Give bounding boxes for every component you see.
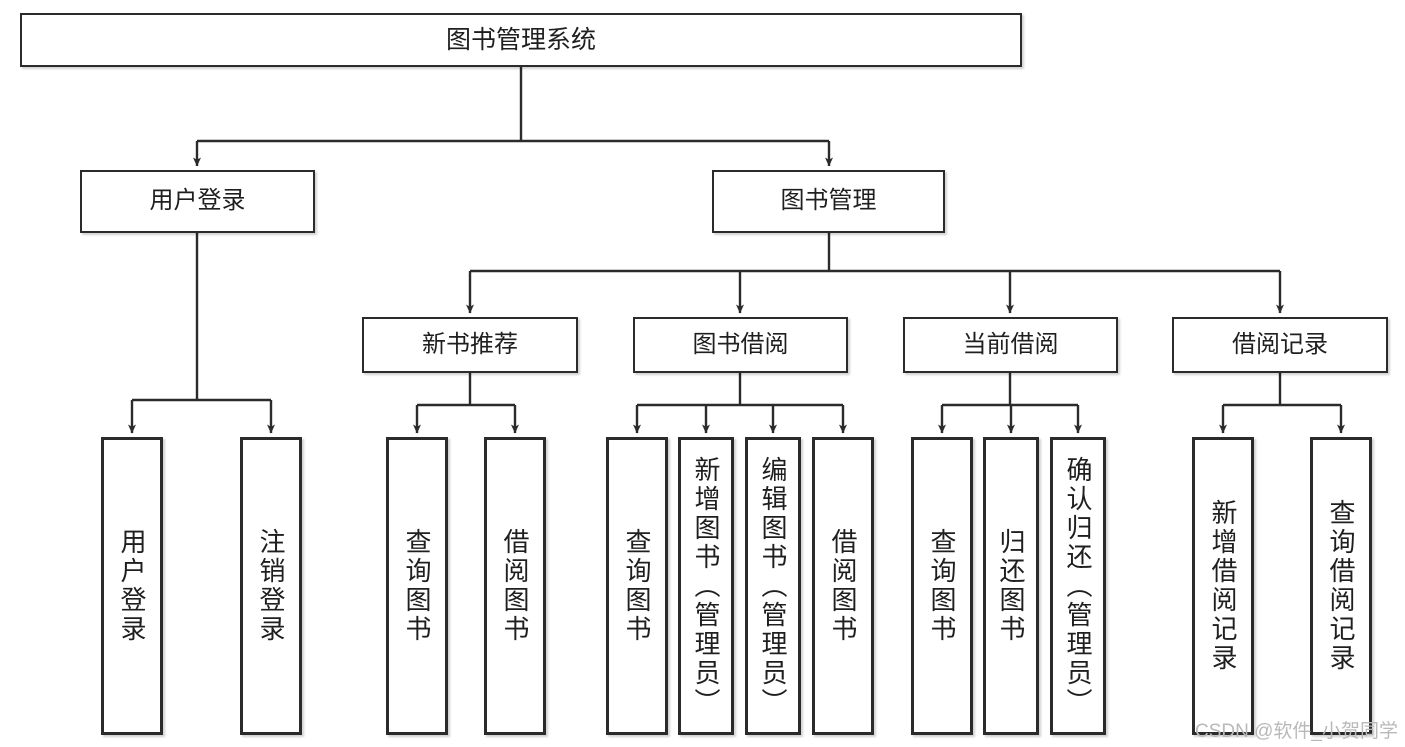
- node-leaf-borrow-book-2[interactable]: 借阅图书: [812, 437, 874, 735]
- node-new-book-rec-label: 新书推荐: [422, 330, 518, 358]
- node-leaf-query-book-2-label: 查询图书: [622, 528, 652, 644]
- node-leaf-return-book[interactable]: 归还图书: [983, 437, 1039, 735]
- node-current-borrow-label: 当前借阅: [962, 330, 1059, 358]
- node-leaf-query-book-2[interactable]: 查询图书: [606, 437, 668, 735]
- node-leaf-add-book[interactable]: 新增图书（管理员）: [678, 437, 734, 735]
- node-leaf-user-login[interactable]: 用户登录: [101, 437, 163, 735]
- node-book-manage-label: 图书管理: [780, 187, 877, 215]
- node-borrow-record-label: 借阅记录: [1232, 330, 1328, 358]
- node-leaf-return-book-label: 归还图书: [996, 528, 1026, 644]
- node-leaf-query-record[interactable]: 查询借阅记录: [1310, 437, 1372, 735]
- node-leaf-borrow-book-1[interactable]: 借阅图书: [484, 437, 546, 735]
- node-leaf-query-book-1[interactable]: 查询图书: [386, 437, 448, 735]
- node-book-borrow[interactable]: 图书借阅: [633, 317, 848, 373]
- csdn-watermark: CSDN @软件_小贺同学: [1195, 721, 1398, 742]
- node-leaf-user-login-label: 用户登录: [117, 528, 147, 644]
- node-leaf-query-book-1-label: 查询图书: [402, 528, 432, 644]
- node-leaf-borrow-book-1-label: 借阅图书: [500, 528, 530, 644]
- node-leaf-borrow-book-2-label: 借阅图书: [828, 528, 858, 644]
- node-leaf-query-book-3-label: 查询图书: [927, 528, 957, 644]
- node-leaf-add-record-label: 新增借阅记录: [1208, 499, 1238, 673]
- node-root-label: 图书管理系统: [445, 26, 596, 54]
- node-book-manage[interactable]: 图书管理: [712, 170, 945, 233]
- node-leaf-confirm-return-label: 确认归还（管理员）: [1063, 455, 1093, 717]
- node-new-book-rec[interactable]: 新书推荐: [362, 317, 578, 373]
- node-leaf-edit-book[interactable]: 编辑图书（管理员）: [745, 437, 801, 735]
- node-leaf-add-record[interactable]: 新增借阅记录: [1192, 437, 1254, 735]
- node-leaf-query-book-3[interactable]: 查询图书: [911, 437, 973, 735]
- node-user-login[interactable]: 用户登录: [80, 170, 315, 233]
- node-leaf-logout-label: 注销登录: [256, 528, 286, 644]
- node-user-login-label: 用户登录: [149, 187, 246, 215]
- node-book-borrow-label: 图书借阅: [692, 330, 789, 358]
- node-root[interactable]: 图书管理系统: [20, 13, 1022, 67]
- node-leaf-query-record-label: 查询借阅记录: [1326, 499, 1356, 673]
- node-leaf-confirm-return[interactable]: 确认归还（管理员）: [1050, 437, 1106, 735]
- node-current-borrow[interactable]: 当前借阅: [903, 317, 1118, 373]
- node-leaf-logout[interactable]: 注销登录: [240, 437, 302, 735]
- node-leaf-add-book-label: 新增图书（管理员）: [691, 455, 721, 717]
- node-leaf-edit-book-label: 编辑图书（管理员）: [758, 455, 788, 717]
- node-borrow-record[interactable]: 借阅记录: [1172, 317, 1388, 373]
